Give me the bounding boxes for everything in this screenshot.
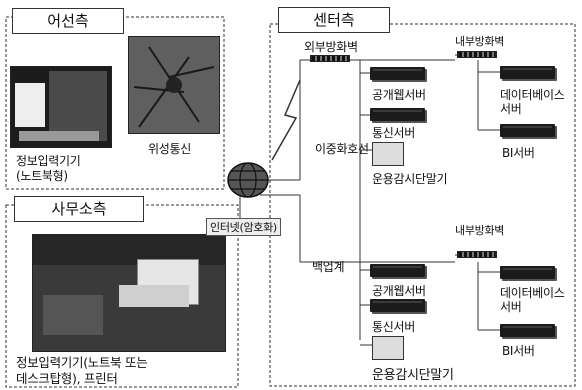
comm-server-label-primary: 통신서버 [372, 126, 415, 140]
inner-firewall-icon-backup [457, 251, 497, 258]
db-server-label-primary-line2: 서버 [500, 102, 522, 116]
comm-server-icon-primary [370, 108, 425, 121]
center-side-title: 센터측 [278, 7, 390, 33]
vessel-side-title: 어선측 [12, 8, 124, 34]
monitoring-terminal-label-primary: 운용감시단말기 [372, 172, 448, 186]
internet-label: 인터넷(암호화) [206, 218, 281, 236]
satellite-antenna-photo [128, 36, 220, 134]
inner-firewall-label-backup: 내부방화벽 [455, 224, 505, 237]
bi-server-icon-primary [500, 124, 555, 137]
internet-globe-icon [226, 160, 270, 200]
outer-firewall-icon [310, 55, 350, 62]
bi-server-icon-backup [500, 324, 555, 337]
monitoring-terminal-icon-backup [372, 336, 404, 360]
public-web-server-icon-primary [370, 67, 425, 80]
office-side-title: 사무소측 [14, 196, 144, 222]
db-server-label-backup-line1: 데이터베이스 [500, 286, 565, 300]
satellite-label: 위성통신 [148, 142, 191, 156]
office-devices-photo [32, 234, 226, 352]
comm-server-label-backup: 통신서버 [372, 320, 415, 334]
backup-label: 백업계 [312, 260, 345, 274]
public-web-server-label-backup: 공개웹서버 [372, 284, 426, 298]
office-device-label-line1: 정보입력기기(노트북 또는 [16, 355, 148, 370]
laptop-photo [10, 66, 112, 148]
comm-server-icon-backup [370, 299, 425, 312]
office-device-label-line2: 데스크탑형), 프린터 [16, 371, 118, 386]
monitoring-terminal-label-backup: 운용감시단말기 [372, 368, 454, 383]
dual-line-label: 이중화호선 [315, 142, 369, 156]
bi-server-label-backup: BI서버 [502, 344, 535, 358]
db-server-label-primary-line1: 데이터베이스 [500, 88, 565, 102]
bi-server-label-primary: BI서버 [502, 146, 535, 160]
db-server-icon-primary [500, 66, 555, 79]
db-server-icon-backup [500, 266, 555, 279]
monitoring-terminal-icon-primary [372, 142, 404, 166]
inner-firewall-icon-primary [457, 51, 497, 58]
laptop-label-line2: (노트북형) [16, 169, 68, 183]
laptop-label-line1: 정보입력기기 [16, 154, 81, 168]
db-server-label-backup-line2: 서버 [500, 300, 522, 314]
outer-firewall-label: 외부방화벽 [304, 40, 358, 54]
inner-firewall-label-primary: 내부방화벽 [455, 35, 505, 48]
public-web-server-label-primary: 공개웹서버 [372, 88, 426, 102]
public-web-server-icon-backup [370, 264, 425, 277]
